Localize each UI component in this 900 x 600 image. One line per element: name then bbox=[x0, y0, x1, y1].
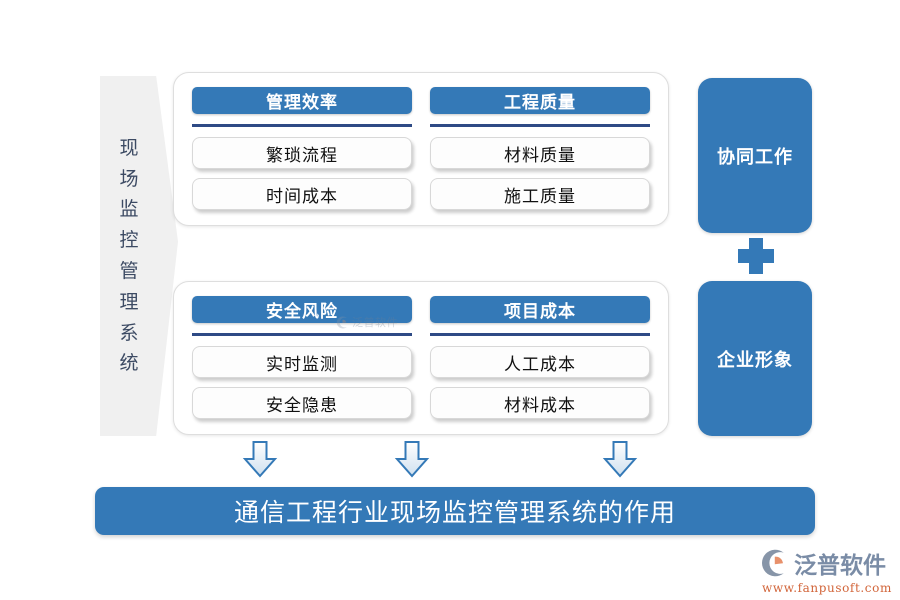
column-rule bbox=[430, 333, 650, 336]
card-column: 项目成本 人工成本 材料成本 bbox=[430, 296, 650, 420]
arrow-down-icon bbox=[240, 439, 280, 479]
list-item[interactable]: 实时监测 bbox=[192, 346, 412, 378]
card-column: 管理效率 繁琐流程 时间成本 bbox=[192, 87, 412, 211]
column-rule bbox=[192, 124, 412, 127]
list-item[interactable]: 材料质量 bbox=[430, 137, 650, 169]
card-challenges-top: 管理效率 繁琐流程 时间成本 工程质量 材料质量 施工质量 bbox=[173, 72, 669, 226]
conclusion-banner: 通信工程行业现场监控管理系统的作用 bbox=[95, 487, 815, 535]
arrow-down-icon bbox=[392, 439, 432, 479]
column-rule bbox=[192, 333, 412, 336]
left-vertical-banner: 现 场 监 控 管 理 系 统 bbox=[100, 76, 178, 436]
column-header: 工程质量 bbox=[430, 87, 650, 114]
left-banner-label: 现 场 监 控 管 理 系 统 bbox=[119, 136, 139, 375]
logo-mark-icon bbox=[761, 549, 784, 577]
column-header: 项目成本 bbox=[430, 296, 650, 323]
list-item[interactable]: 施工质量 bbox=[430, 178, 650, 210]
card-column: 工程质量 材料质量 施工质量 bbox=[430, 87, 650, 211]
list-item[interactable]: 材料成本 bbox=[430, 387, 650, 419]
outcome-box-brand-image[interactable]: 企业形象 bbox=[698, 281, 812, 436]
brand-url: www.fanpusoft.com bbox=[762, 581, 892, 595]
list-item[interactable]: 繁琐流程 bbox=[192, 137, 412, 169]
list-item[interactable]: 时间成本 bbox=[192, 178, 412, 210]
list-item[interactable]: 人工成本 bbox=[430, 346, 650, 378]
arrow-down-icon bbox=[600, 439, 640, 479]
card-challenges-bottom: 安全风险 实时监测 安全隐患 项目成本 人工成本 材料成本 bbox=[173, 281, 669, 435]
brand-logo: 泛普软件 www.fanpusoft.com bbox=[760, 546, 892, 595]
list-item[interactable]: 安全隐患 bbox=[192, 387, 412, 419]
card-column: 安全风险 实时监测 安全隐患 bbox=[192, 296, 412, 420]
outcome-box-collaboration[interactable]: 协同工作 bbox=[698, 78, 812, 233]
column-header: 安全风险 bbox=[192, 296, 412, 323]
column-rule bbox=[430, 124, 650, 127]
column-header: 管理效率 bbox=[192, 87, 412, 114]
brand-name: 泛普软件 bbox=[794, 553, 886, 579]
plus-icon bbox=[738, 238, 774, 274]
